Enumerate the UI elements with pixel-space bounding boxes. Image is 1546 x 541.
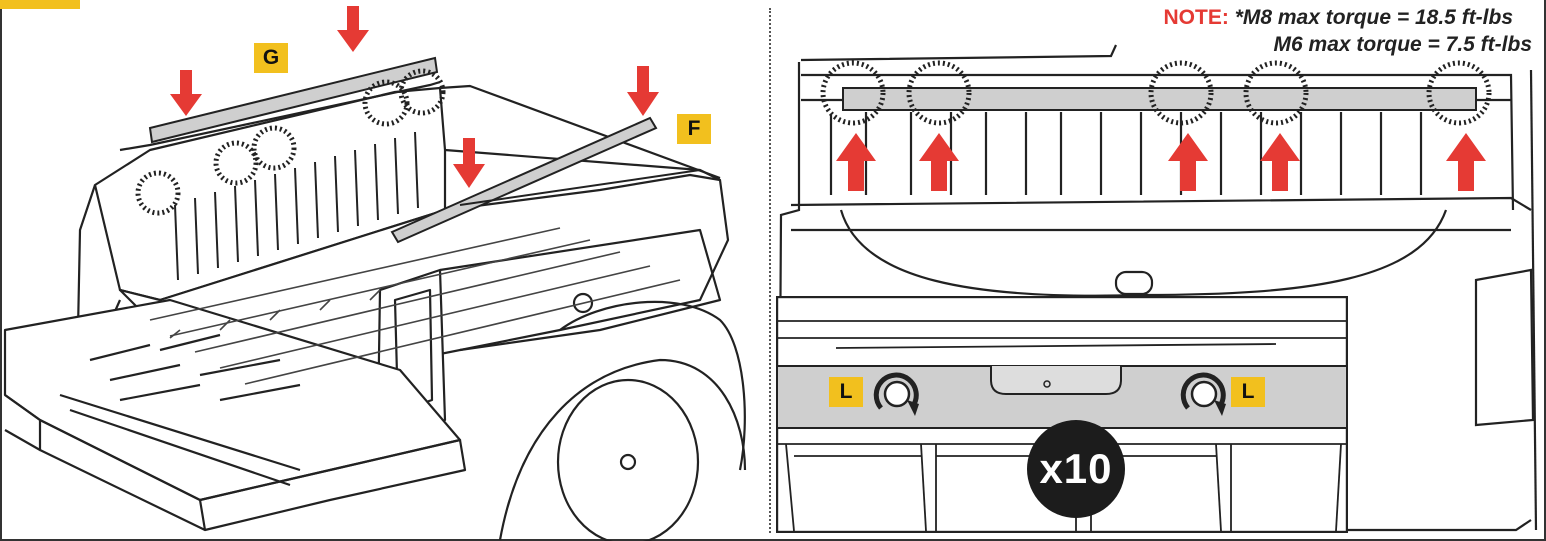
label-l-left: L [829,377,863,407]
step-tab [0,0,80,9]
down-arrow-icon [170,6,659,188]
note-key: NOTE: [1163,6,1229,29]
rail-g [119,56,441,152]
torque-note: NOTE: *M8 max torque = 18.5 ft-lbs M6 ma… [1164,4,1532,58]
rear-view-illustration [777,44,1538,532]
rotate-clockwise-icon [1180,372,1226,416]
quantity-badge: x10 [1027,420,1125,518]
note-line-2: M6 max torque = 7.5 ft-lbs [1273,33,1532,56]
label-g: G [254,43,288,73]
rail-f [390,116,701,244]
rotate-clockwise-icon [873,372,919,416]
label-f: F [677,114,711,144]
truck-bed-illustration [3,6,747,541]
panel-divider [769,8,771,533]
note-line-1: *M8 max torque = 18.5 ft-lbs [1234,6,1514,29]
label-l-right: L [1231,377,1265,407]
up-arrow-icon [836,133,1486,191]
